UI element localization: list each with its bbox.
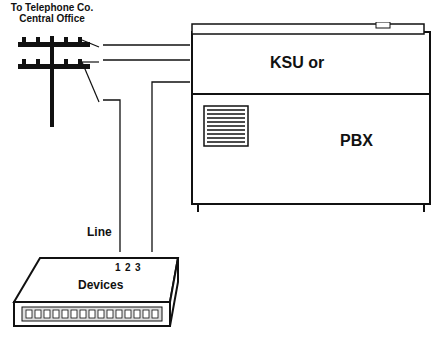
node-text: 3 (135, 262, 141, 273)
line-label: Line (86, 225, 113, 239)
node-text: KSU or (270, 54, 324, 72)
node-text: Devices (78, 279, 123, 292)
telephone-wire (103, 59, 190, 60)
node-text: 2 (125, 262, 131, 273)
telephone-wire (103, 44, 190, 45)
telephone-pole: To Telephone Co. Central Office (4, 2, 103, 127)
node-text: To Telephone Co. Central Office (4, 2, 100, 24)
node-text: PBX (340, 132, 373, 150)
line-sharing-device: 123Devices (10, 252, 185, 332)
node-text: 1 (115, 262, 121, 273)
ksu-pbx-cabinet: KSU or PBX (190, 22, 434, 216)
ksu-pbx-cabinet-art (190, 22, 434, 216)
telephone-wire (152, 82, 190, 252)
